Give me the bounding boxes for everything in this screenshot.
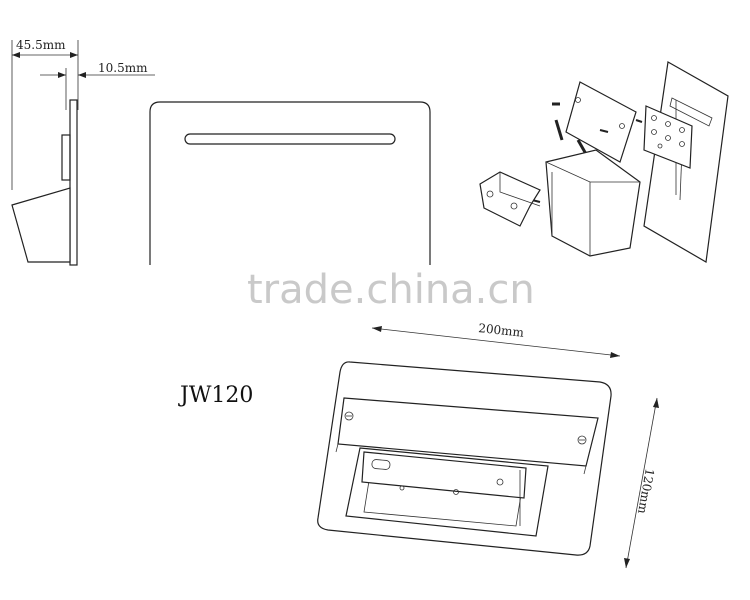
- side-view: 45.5mm 10.5mm: [11, 38, 155, 266]
- height-label: 120mm: [635, 467, 657, 515]
- depth-total-label: 45.5mm: [16, 38, 66, 52]
- front-view: [149, 101, 431, 265]
- product-isometric-view: 200mm 120mm: [317, 321, 659, 569]
- model-name: JW120: [178, 383, 253, 408]
- depth-plate-label: 10.5mm: [98, 61, 148, 75]
- exploded-view: [479, 61, 729, 263]
- watermark: trade.china.cn: [247, 267, 535, 313]
- width-label: 200mm: [478, 321, 525, 340]
